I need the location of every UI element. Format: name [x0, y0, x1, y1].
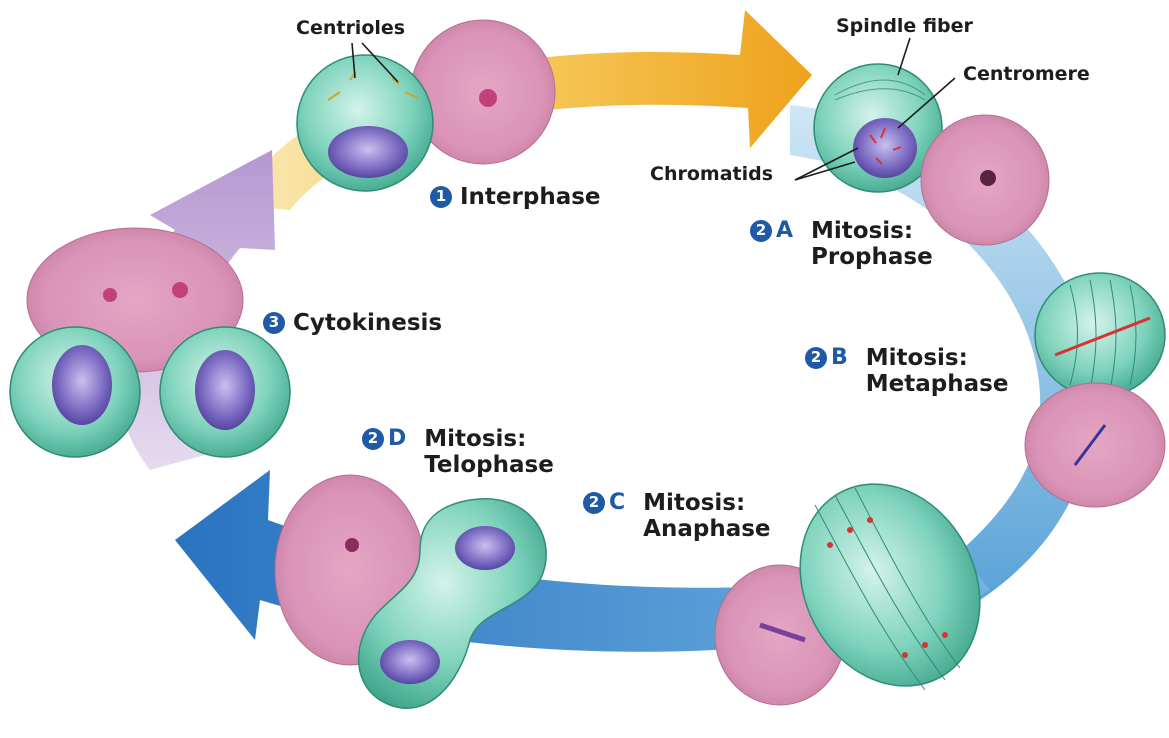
label-centromere: Centromere [963, 64, 1090, 86]
phase-letter: A [776, 218, 793, 243]
phase-number-badge: 2 [362, 428, 384, 450]
phase-subtitle: Metaphase [866, 371, 1009, 397]
label-chromatids: Chromatids [650, 164, 773, 186]
phase-title: Mitosis: [866, 345, 1009, 371]
label-spindle-fiber: Spindle fiber [836, 16, 973, 38]
phase-number-badge: 1 [430, 186, 452, 208]
phase-metaphase: 2 B Mitosis: Metaphase [805, 345, 1008, 398]
phase-cytokinesis: 3 Cytokinesis [263, 310, 442, 336]
label-centrioles: Centrioles [296, 18, 405, 40]
phase-title: Mitosis: [643, 490, 770, 516]
phase-title: Mitosis: [811, 218, 933, 244]
phase-letter: C [609, 490, 625, 515]
phase-number-badge: 2 [583, 492, 605, 514]
phase-number-badge: 3 [263, 312, 285, 334]
phase-subtitle: Anaphase [643, 516, 770, 542]
phase-title: Interphase [460, 184, 601, 210]
phase-interphase: 1 Interphase [430, 184, 601, 210]
phase-letter: D [388, 426, 406, 451]
phase-title: Mitosis: [424, 426, 554, 452]
phase-title: Cytokinesis [293, 310, 442, 336]
phase-prophase: 2 A Mitosis: Prophase [750, 218, 933, 271]
phase-telophase: 2 D Mitosis: Telophase [362, 426, 554, 479]
phase-subtitle: Prophase [811, 244, 933, 270]
cell-metaphase [1035, 273, 1165, 397]
phase-subtitle: Telophase [424, 452, 554, 478]
phase-number-badge: 2 [750, 220, 772, 242]
micrograph-metaphase [1025, 383, 1165, 507]
nucleus-interphase [328, 126, 408, 178]
phase-anaphase: 2 C Mitosis: Anaphase [583, 490, 771, 543]
phase-letter: B [831, 345, 848, 370]
phase-number-badge: 2 [805, 347, 827, 369]
